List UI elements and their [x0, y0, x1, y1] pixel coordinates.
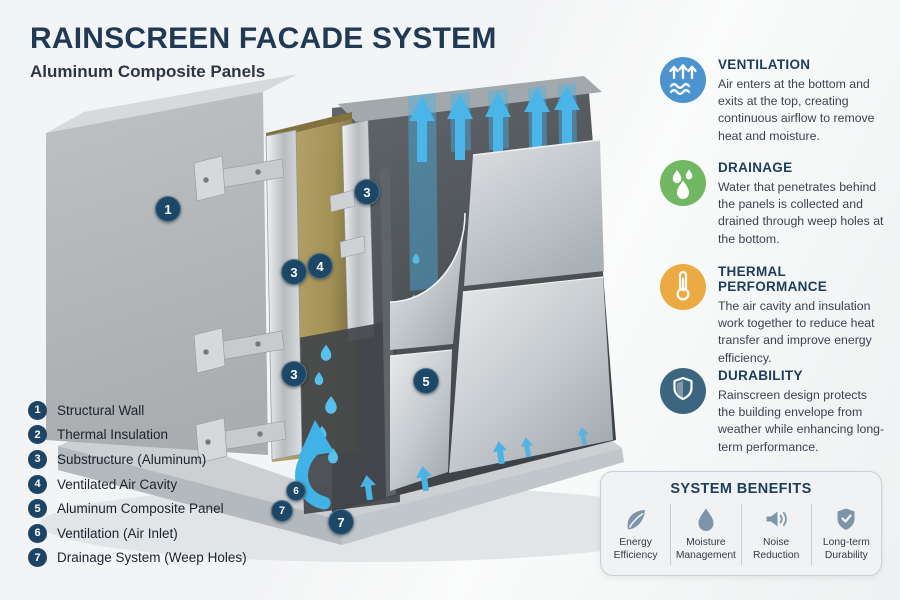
substructure-rail-front — [265, 129, 303, 461]
backdrop-top-face — [338, 76, 602, 122]
feature-title: VENTILATION — [718, 57, 811, 72]
legend-label: Aluminum Composite Panel — [57, 501, 224, 517]
benefits-row: Energy Efficiency Moisture Management No… — [601, 504, 881, 565]
shield-check-icon — [837, 508, 855, 530]
durability-badge — [660, 368, 706, 414]
diagram-marker-air-cavity: 4 — [307, 253, 333, 279]
air-exhaust-arrows — [409, 86, 580, 162]
legend-number-badge: 2 — [28, 425, 47, 445]
drainage-badge — [660, 160, 706, 206]
air-cavity-channel — [298, 320, 400, 514]
water-drops-icon — [672, 169, 693, 200]
rail-bracket-small-1 — [329, 189, 356, 213]
system-benefits-card: SYSTEM BENEFITS Energy Efficiency Moistu… — [600, 471, 882, 576]
ventilation-arrows-waves-icon — [669, 64, 697, 95]
legend-item-structural-wall: 1 Structural Wall — [28, 398, 247, 423]
feature-thermal-performance: THERMAL PERFORMANCE The air cavity and i… — [660, 264, 886, 367]
header: RAINSCREEN FACADE SYSTEM Aluminum Compos… — [30, 22, 497, 82]
feature-title: THERMAL PERFORMANCE — [718, 264, 828, 294]
legend-label: Ventilated Air Cavity — [57, 476, 178, 492]
speaker-icon — [766, 511, 787, 527]
page-title: RAINSCREEN FACADE SYSTEM — [30, 22, 497, 55]
diagram-marker-substructure-mid: 3 — [281, 259, 307, 285]
legend-label: Substructure (Aluminum) — [57, 451, 207, 467]
diagram-marker-structural-wall: 1 — [155, 196, 181, 222]
legend-item-composite-panel: 5 Aluminum Composite Panel — [28, 496, 247, 521]
thermal-badge — [660, 264, 706, 310]
thermometer-icon — [676, 270, 690, 301]
panel-bottom-right — [449, 277, 613, 473]
benefit-label: Moisture Management — [675, 537, 736, 561]
composite-panels — [380, 139, 613, 497]
legend-number-badge: 5 — [28, 499, 47, 519]
leaf-icon — [627, 510, 645, 530]
feature-body: Water that penetrates behind the panels … — [718, 180, 884, 246]
legend-item-substructure: 3 Substructure (Aluminum) — [28, 447, 247, 472]
legend: 1 Structural Wall 2 Thermal Insulation 3… — [28, 398, 247, 570]
feature-title: DRAINAGE — [718, 160, 793, 175]
feature-title: DURABILITY — [718, 368, 803, 383]
benefit-moisture-management: Moisture Management — [670, 504, 740, 565]
diagram-marker-drainage-right: 7 — [328, 509, 354, 535]
legend-number-badge: 7 — [28, 548, 47, 568]
legend-label: Ventilation (Air Inlet) — [57, 525, 178, 541]
diagram-marker-substructure-low: 3 — [281, 361, 307, 387]
diagram-marker-composite-panel: 5 — [413, 368, 439, 394]
feature-drainage: DRAINAGE Water that penetrates behind th… — [660, 160, 886, 248]
benefit-long-term-durability: Long-term Durability — [810, 504, 881, 565]
benefits-title: SYSTEM BENEFITS — [670, 481, 812, 497]
legend-item-drainage-system: 7 Drainage System (Weep Holes) — [28, 546, 247, 571]
air-inlet-arrow — [295, 420, 334, 510]
legend-number-badge: 4 — [28, 474, 47, 494]
legend-label: Drainage System (Weep Holes) — [57, 550, 247, 566]
feature-body: Air enters at the bottom and exits at th… — [718, 77, 875, 143]
substructure-rail-rear — [341, 119, 375, 343]
benefit-noise-reduction: Noise Reduction — [740, 504, 811, 565]
feature-body: The air cavity and insulation work toget… — [718, 299, 875, 365]
ventilation-badge — [660, 57, 706, 103]
diagram-marker-drainage-left: 7 — [271, 500, 293, 522]
benefit-label: Energy Efficiency — [613, 537, 658, 561]
legend-label: Thermal Insulation — [57, 427, 169, 443]
panel-top-left — [390, 213, 465, 350]
diagram-marker-air-inlet: 6 — [286, 481, 306, 501]
page-subtitle: Aluminum Composite Panels — [30, 62, 266, 81]
legend-number-badge: 3 — [28, 449, 47, 469]
droplet-icon — [698, 508, 714, 531]
rail-bracket-small-2 — [339, 235, 366, 259]
feature-durability: DURABILITY Rainscreen design protects th… — [660, 368, 886, 456]
legend-item-air-cavity: 4 Ventilated Air Cavity — [28, 472, 247, 497]
shield-icon — [673, 376, 693, 401]
legend-item-ventilation-inlet: 6 Ventilation (Air Inlet) — [28, 521, 247, 546]
legend-item-thermal-insulation: 2 Thermal Insulation — [28, 423, 247, 448]
feature-body: Rainscreen design protects the building … — [718, 388, 885, 454]
benefit-energy-efficiency: Energy Efficiency — [601, 504, 670, 565]
feature-ventilation: VENTILATION Air enters at the bottom and… — [660, 57, 886, 145]
benefit-label: Long-term Durability — [822, 537, 870, 561]
wall-brackets — [193, 155, 287, 464]
benefit-label: Noise Reduction — [752, 537, 800, 561]
diagram-marker-substructure-top: 3 — [354, 179, 380, 205]
air-inlet-bottom-arrows — [360, 427, 589, 501]
panel-top-right — [464, 140, 604, 286]
legend-number-badge: 6 — [28, 523, 47, 543]
legend-label: Structural Wall — [57, 402, 145, 418]
legend-number-badge: 1 — [28, 400, 47, 420]
